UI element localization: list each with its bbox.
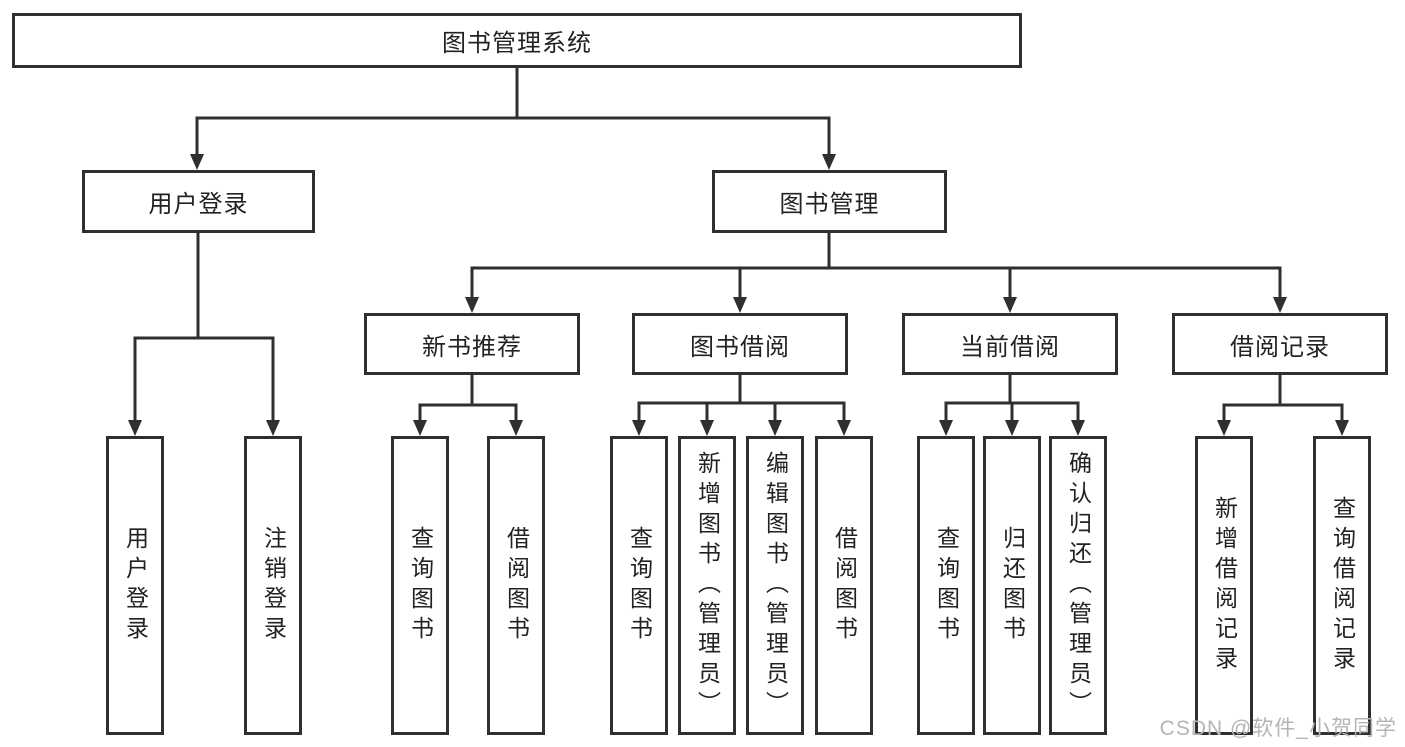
node-book-borrow: 图书借阅 bbox=[632, 313, 848, 375]
arrowheads bbox=[128, 154, 1349, 436]
edge-bb-to-add bbox=[705, 375, 742, 420]
edge-bb-to-borrow bbox=[738, 375, 846, 420]
node-br-query-record: 查询借阅记录 bbox=[1313, 436, 1371, 735]
edge-root-to-user-login bbox=[195, 68, 519, 154]
edge-mgmt-to-current-borrow bbox=[827, 233, 1012, 297]
edge-bb-to-query bbox=[637, 375, 742, 420]
node-nb-borrow-books: 借阅图书 bbox=[487, 436, 545, 735]
node-cb-return-books: 归还图书 bbox=[983, 436, 1041, 735]
node-borrow-records-label: 借阅记录 bbox=[1230, 333, 1330, 361]
node-nb-borrow-books-label: 借阅图书 bbox=[503, 525, 530, 646]
node-cb-confirm-return-admin: 确认归还（管理员） bbox=[1049, 436, 1107, 735]
edge-nb-to-borrow bbox=[470, 375, 518, 420]
node-new-book-recommend-label: 新书推荐 bbox=[422, 333, 522, 361]
edge-login-to-logout bbox=[196, 233, 275, 420]
node-book-management-label: 图书管理 bbox=[779, 191, 880, 218]
node-current-borrow-label: 当前借阅 bbox=[960, 333, 1060, 361]
node-current-borrow: 当前借阅 bbox=[902, 313, 1118, 375]
node-bb-edit-books-admin-label: 编辑图书（管理员） bbox=[762, 450, 789, 721]
node-book-borrow-label: 图书借阅 bbox=[690, 333, 790, 361]
node-cb-query-books-label: 查询图书 bbox=[933, 525, 960, 646]
node-new-book-recommend: 新书推荐 bbox=[364, 313, 580, 375]
node-bb-add-books-admin: 新增图书（管理员） bbox=[678, 436, 736, 735]
node-bb-edit-books-admin: 编辑图书（管理员） bbox=[746, 436, 804, 735]
node-root-label: 图书管理系统 bbox=[442, 30, 592, 57]
edge-login-to-user-login bbox=[133, 233, 200, 420]
node-cb-confirm-return-admin-label: 确认归还（管理员） bbox=[1065, 450, 1092, 721]
node-br-add-record-label: 新增借阅记录 bbox=[1211, 495, 1238, 676]
edge-nb-to-query bbox=[418, 375, 474, 420]
edge-root-to-book-management bbox=[515, 68, 831, 154]
node-cb-query-books: 查询图书 bbox=[917, 436, 975, 735]
node-login-logout-label: 注销登录 bbox=[260, 525, 287, 646]
edge-br-to-add bbox=[1222, 375, 1282, 420]
node-br-add-record: 新增借阅记录 bbox=[1195, 436, 1253, 735]
edge-br-to-query bbox=[1278, 375, 1344, 420]
edge-mgmt-to-borrow-records bbox=[827, 233, 1282, 297]
node-borrow-records: 借阅记录 bbox=[1172, 313, 1388, 375]
node-user-login: 用户登录 bbox=[82, 170, 315, 233]
node-bb-add-books-admin-label: 新增图书（管理员） bbox=[694, 450, 721, 721]
node-bb-borrow-books-label: 借阅图书 bbox=[831, 525, 858, 646]
node-bb-query-books-label: 查询图书 bbox=[626, 525, 653, 646]
edge-cb-to-confirm bbox=[1008, 375, 1080, 420]
node-login-logout: 注销登录 bbox=[244, 436, 302, 735]
edge-mgmt-to-book-borrow bbox=[738, 233, 831, 297]
csdn-watermark: CSDN @软件_小贺同学 bbox=[1159, 717, 1397, 740]
edge-mgmt-to-new-book bbox=[470, 233, 831, 297]
node-bb-query-books: 查询图书 bbox=[610, 436, 668, 735]
node-cb-return-books-label: 归还图书 bbox=[999, 525, 1026, 646]
node-user-login-label: 用户登录 bbox=[148, 191, 249, 218]
node-br-query-record-label: 查询借阅记录 bbox=[1329, 495, 1356, 676]
node-book-management: 图书管理 bbox=[712, 170, 947, 233]
edge-cb-to-query bbox=[944, 375, 1012, 420]
node-bb-borrow-books: 借阅图书 bbox=[815, 436, 873, 735]
node-nb-query-books: 查询图书 bbox=[391, 436, 449, 735]
node-nb-query-books-label: 查询图书 bbox=[407, 525, 434, 646]
edge-bb-to-edit bbox=[738, 375, 777, 420]
node-login-user-login-label: 用户登录 bbox=[122, 525, 149, 646]
node-login-user-login: 用户登录 bbox=[106, 436, 164, 735]
node-root: 图书管理系统 bbox=[12, 13, 1022, 68]
